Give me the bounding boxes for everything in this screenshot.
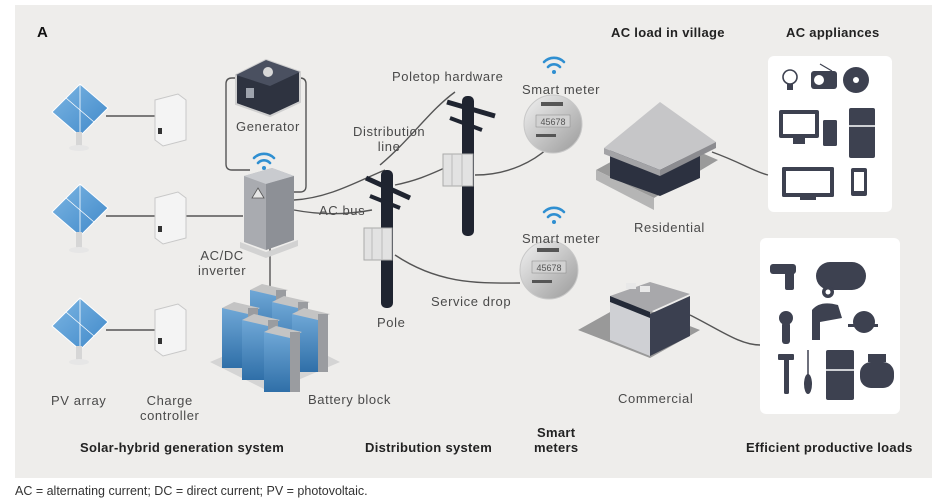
wire-service-drop [394,254,521,284]
label-ac-bus: AC bus [319,203,366,218]
smart-meter-top: 45678 [523,94,583,154]
smartphone-icon [851,168,867,196]
light-bulb-icon [782,69,798,90]
wire-distribution-upper [379,91,456,166]
wifi-icon-meter-bottom [542,206,566,224]
label-distribution-line: Distribution line [353,124,425,154]
meter-reading-top: 45678 [540,117,565,127]
pv-array-2 [51,183,109,253]
angle-grinder-icon [779,311,793,344]
ac-dc-inverter [240,168,298,258]
refrigerator-icon-2 [826,350,854,400]
screwdriver-icon [804,350,812,394]
label-battery-block: Battery block [308,392,391,407]
footnote: AC = alternating current; DC = direct cu… [15,484,368,498]
label-distribution-line-line1: Distribution [353,124,426,139]
label-inverter-line2: inverter [198,263,247,278]
ac-appliance-icons [779,63,875,200]
meter-reading-bottom: 45678 [536,263,561,273]
charge-controller-2 [154,191,187,245]
wire-commercial [689,314,761,346]
header-ac-appliances: AC appliances [786,25,880,40]
label-smart-meter-bottom: Smart meter [522,231,601,246]
panel-label: A [37,24,48,41]
hammer-icon [778,354,794,394]
wire-distribution-line [293,169,386,201]
label-charge-controller-line1: Charge [146,393,193,408]
header-productive-loads: Efficient productive loads [746,440,913,455]
header-smart-meters: Smart meters [534,425,578,455]
charge-controller-1 [154,93,187,147]
label-inverter: AC/DC inverter [198,248,246,278]
smart-meter-bottom: 45678 [519,240,579,300]
pole-left [363,170,412,308]
battery-rack [222,284,330,392]
jigsaw-icon [812,303,842,340]
commercial-building [578,282,700,358]
wire-ac-bus [293,209,373,215]
residential-house [596,102,718,210]
battery-block [210,284,340,392]
desktop-computer-icon [779,110,819,144]
pole-right [442,96,496,236]
refrigerator-icon [849,108,875,158]
label-charge-controller-line2: controller [140,408,200,423]
header-solar-hybrid: Solar-hybrid generation system [80,440,285,455]
header-ac-load: AC load in village [611,25,725,40]
label-pv-array: PV array [51,393,107,408]
label-charge-controller: Charge controller [140,393,199,423]
label-distribution-line-line2: line [377,139,401,154]
pv-array-3 [51,297,109,365]
productive-load-icons [770,262,894,400]
label-service-drop: Service drop [431,294,512,309]
power-drill-icon [770,264,796,290]
label-poletop-hardware: Poletop hardware [392,69,504,84]
label-generator: Generator [236,119,300,134]
wire-upper-meter [474,147,549,176]
label-residential: Residential [634,220,705,235]
label-smart-meter-top: Smart meter [522,82,601,97]
television-icon [782,167,834,200]
pv-array-1 [51,83,109,151]
circular-saw-icon [848,311,878,333]
fan-icon [843,67,869,93]
generator [235,58,301,118]
wifi-icon-meter-top [542,56,566,74]
electric-motor-icon [860,354,894,388]
air-compressor-icon [816,262,866,298]
label-inverter-line1: AC/DC [200,248,244,263]
pc-tower-icon [823,120,837,146]
label-commercial: Commercial [618,391,694,406]
label-pole: Pole [377,315,406,330]
header-smart-meters-line1: Smart [537,425,576,440]
header-distribution: Distribution system [365,440,493,455]
wire-pole-to-pole [394,166,448,186]
charge-controller-3 [154,303,187,357]
wire-residential [711,151,769,176]
header-smart-meters-line2: meters [534,440,579,455]
wifi-icon-inverter [252,152,276,170]
radio-icon [811,63,837,89]
